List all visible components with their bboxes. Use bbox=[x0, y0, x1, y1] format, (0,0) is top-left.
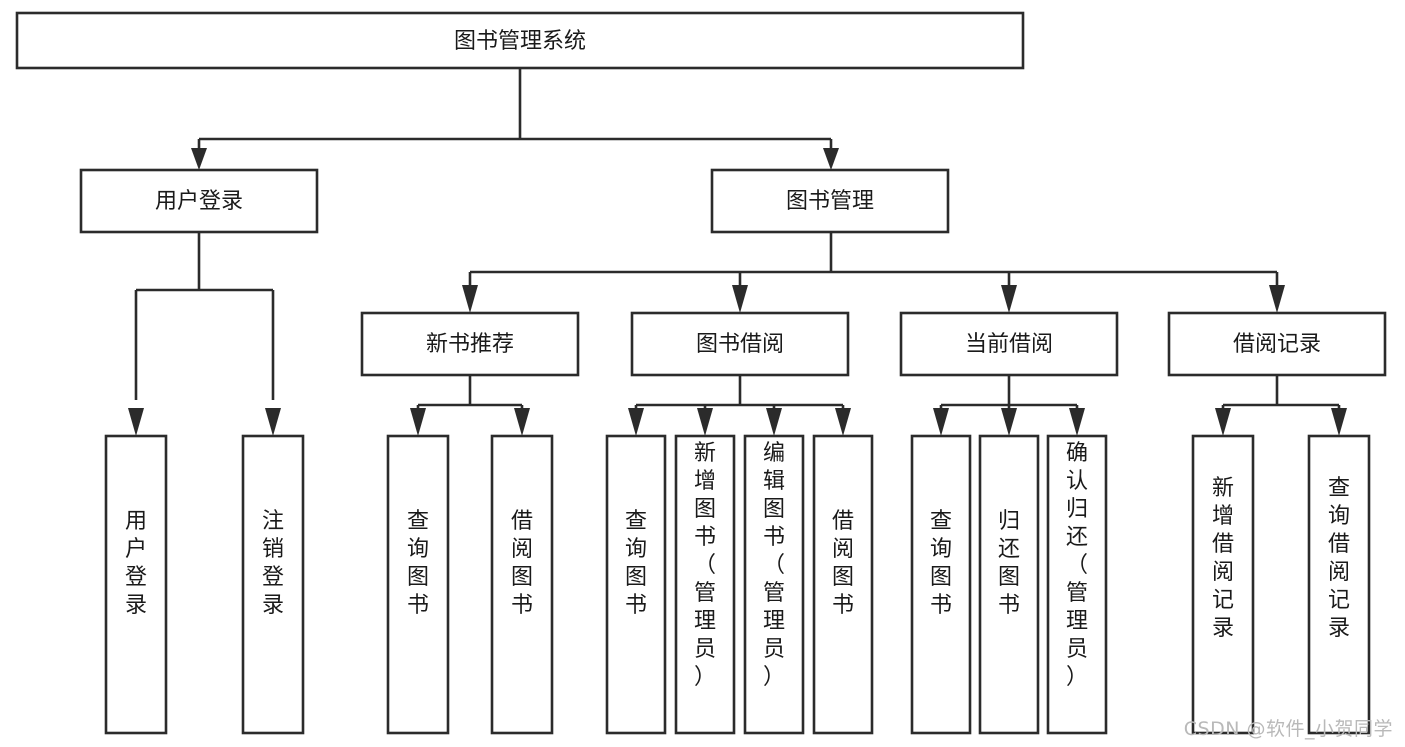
arrowhead-book-borrow bbox=[732, 285, 748, 313]
leaf-query-record-label: 查询借阅记录 bbox=[1328, 476, 1350, 641]
arrowhead-book-manage bbox=[823, 148, 839, 170]
leaf-add-book-box[interactable] bbox=[674, 434, 736, 735]
leaf-query-book-3-label: 查询图书 bbox=[930, 509, 952, 618]
arrowhead-new-book-recommend bbox=[462, 285, 478, 313]
leaf-edit-book[interactable]: 编辑图书（管理员） bbox=[743, 434, 805, 735]
node-current-borrow[interactable]: 当前借阅 bbox=[899, 311, 1119, 377]
node-borrow-record-box[interactable] bbox=[1167, 311, 1387, 377]
node-book-borrow[interactable]: 图书借阅 bbox=[630, 311, 850, 377]
node-new-book-recommend[interactable]: 新书推荐 bbox=[360, 311, 580, 377]
node-root-box[interactable] bbox=[15, 11, 1025, 70]
node-user-login-label: 用户登录 bbox=[155, 189, 243, 214]
leaf-logout-login[interactable]: 注销登录 bbox=[241, 434, 305, 735]
node-new-book-recommend-label: 新书推荐 bbox=[426, 332, 514, 357]
connector-group-root-to-level2 bbox=[191, 68, 839, 170]
leaf-add-book[interactable]: 新增图书（管理员） bbox=[674, 434, 736, 735]
leaf-logout-login-box[interactable] bbox=[241, 434, 305, 735]
node-borrow-record-label: 借阅记录 bbox=[1233, 332, 1321, 357]
leaf-edit-book-label: 编辑图书（管理员） bbox=[763, 441, 785, 690]
node-book-manage[interactable]: 图书管理 bbox=[710, 168, 950, 234]
node-root-label: 图书管理系统 bbox=[454, 29, 586, 54]
leaf-query-book-1-box[interactable] bbox=[386, 434, 450, 735]
leaf-add-record-box[interactable] bbox=[1191, 434, 1255, 735]
node-book-manage-label: 图书管理 bbox=[786, 189, 874, 214]
leaf-confirm-return-label: 确认归还（管理员） bbox=[1066, 441, 1088, 690]
arrowhead-leaf-query-book-3 bbox=[933, 408, 949, 436]
connector-group-book-borrow-to-leaves bbox=[628, 375, 851, 436]
connector-group-user-login-to-leaves bbox=[128, 232, 281, 436]
node-root[interactable]: 图书管理系统 bbox=[15, 11, 1025, 70]
arrowhead-leaf-add-record bbox=[1215, 408, 1231, 436]
connector-group-book-manage-to-level3 bbox=[462, 232, 1285, 313]
leaf-confirm-return-box[interactable] bbox=[1046, 434, 1108, 735]
leaf-query-book-2[interactable]: 查询图书 bbox=[605, 434, 667, 735]
leaf-query-book-2-box[interactable] bbox=[605, 434, 667, 735]
leaf-query-record-box[interactable] bbox=[1307, 434, 1371, 735]
node-user-login-box[interactable] bbox=[79, 168, 319, 234]
leaf-add-record[interactable]: 新增借阅记录 bbox=[1191, 434, 1255, 735]
leaf-query-book-2-label: 查询图书 bbox=[625, 509, 647, 618]
leaf-query-book-3[interactable]: 查询图书 bbox=[910, 434, 972, 735]
arrowhead-leaf-query-book-2 bbox=[628, 408, 644, 436]
arrowhead-leaf-add-book bbox=[697, 408, 713, 436]
leaf-user-login[interactable]: 用户登录 bbox=[104, 434, 168, 735]
arrowhead-borrow-record bbox=[1269, 285, 1285, 313]
leaf-edit-book-box[interactable] bbox=[743, 434, 805, 735]
node-new-book-recommend-box[interactable] bbox=[360, 311, 580, 377]
leaf-return-book-box[interactable] bbox=[978, 434, 1040, 735]
leaf-user-login-box[interactable] bbox=[104, 434, 168, 735]
leaf-query-book-3-box[interactable] bbox=[910, 434, 972, 735]
leaf-user-login-label: 用户登录 bbox=[125, 509, 147, 618]
connector-group-new-book-recommend-to-leaves bbox=[410, 375, 530, 436]
node-book-borrow-label: 图书借阅 bbox=[696, 332, 784, 357]
leaf-return-book-label: 归还图书 bbox=[998, 509, 1020, 618]
connector-group-current-borrow-to-leaves bbox=[933, 375, 1085, 436]
leaf-add-record-label: 新增借阅记录 bbox=[1212, 476, 1234, 641]
arrowhead-leaf-query-book-1 bbox=[410, 408, 426, 436]
arrowhead-leaf-query-record bbox=[1331, 408, 1347, 436]
leaf-return-book[interactable]: 归还图书 bbox=[978, 434, 1040, 735]
node-borrow-record[interactable]: 借阅记录 bbox=[1167, 311, 1387, 377]
arrowhead-leaf-borrow-book-1 bbox=[514, 408, 530, 436]
leaf-borrow-book-1-label: 借阅图书 bbox=[511, 509, 533, 618]
leaf-query-record[interactable]: 查询借阅记录 bbox=[1307, 434, 1371, 735]
leaf-logout-login-label: 注销登录 bbox=[262, 509, 284, 618]
arrowhead-leaf-logout-login bbox=[265, 408, 281, 436]
arrowhead-leaf-user-login bbox=[128, 408, 144, 436]
node-user-login[interactable]: 用户登录 bbox=[79, 168, 319, 234]
leaf-borrow-book-1-box[interactable] bbox=[490, 434, 554, 735]
leaf-borrow-book-2[interactable]: 借阅图书 bbox=[812, 434, 874, 735]
arrowhead-leaf-confirm-return bbox=[1069, 408, 1085, 436]
node-book-manage-box[interactable] bbox=[710, 168, 950, 234]
arrowhead-leaf-edit-book bbox=[766, 408, 782, 436]
leaf-borrow-book-2-label: 借阅图书 bbox=[832, 509, 854, 618]
arrowhead-leaf-borrow-book-2 bbox=[835, 408, 851, 436]
leaf-borrow-book-1[interactable]: 借阅图书 bbox=[490, 434, 554, 735]
connector-group-borrow-record-to-leaves bbox=[1215, 375, 1347, 436]
leaf-borrow-book-2-box[interactable] bbox=[812, 434, 874, 735]
leaf-confirm-return[interactable]: 确认归还（管理员） bbox=[1046, 434, 1108, 735]
node-book-borrow-box[interactable] bbox=[630, 311, 850, 377]
leaf-add-book-label: 新增图书（管理员） bbox=[694, 441, 716, 690]
arrowhead-current-borrow bbox=[1001, 285, 1017, 313]
node-current-borrow-label: 当前借阅 bbox=[965, 332, 1053, 357]
arrowhead-user-login bbox=[191, 148, 207, 170]
leaf-query-book-1-label: 查询图书 bbox=[407, 509, 429, 618]
arrowhead-leaf-return-book bbox=[1001, 408, 1017, 436]
node-current-borrow-box[interactable] bbox=[899, 311, 1119, 377]
leaf-query-book-1[interactable]: 查询图书 bbox=[386, 434, 450, 735]
